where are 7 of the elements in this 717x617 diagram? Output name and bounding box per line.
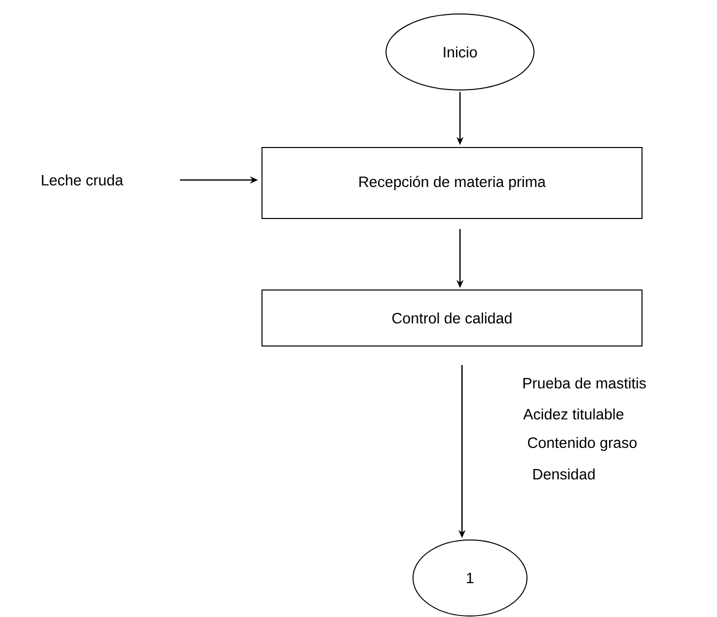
test-label: Densidad <box>533 468 595 480</box>
test-label: Contenido graso <box>528 437 637 451</box>
test-label: Prueba de mastitis <box>523 377 646 388</box>
input-label: Leche cruda <box>42 174 124 186</box>
test-label: Acidez titulable <box>523 408 624 420</box>
process-box: Control de calidad <box>262 290 642 346</box>
process-box: Recepción de materia prima <box>262 147 642 219</box>
